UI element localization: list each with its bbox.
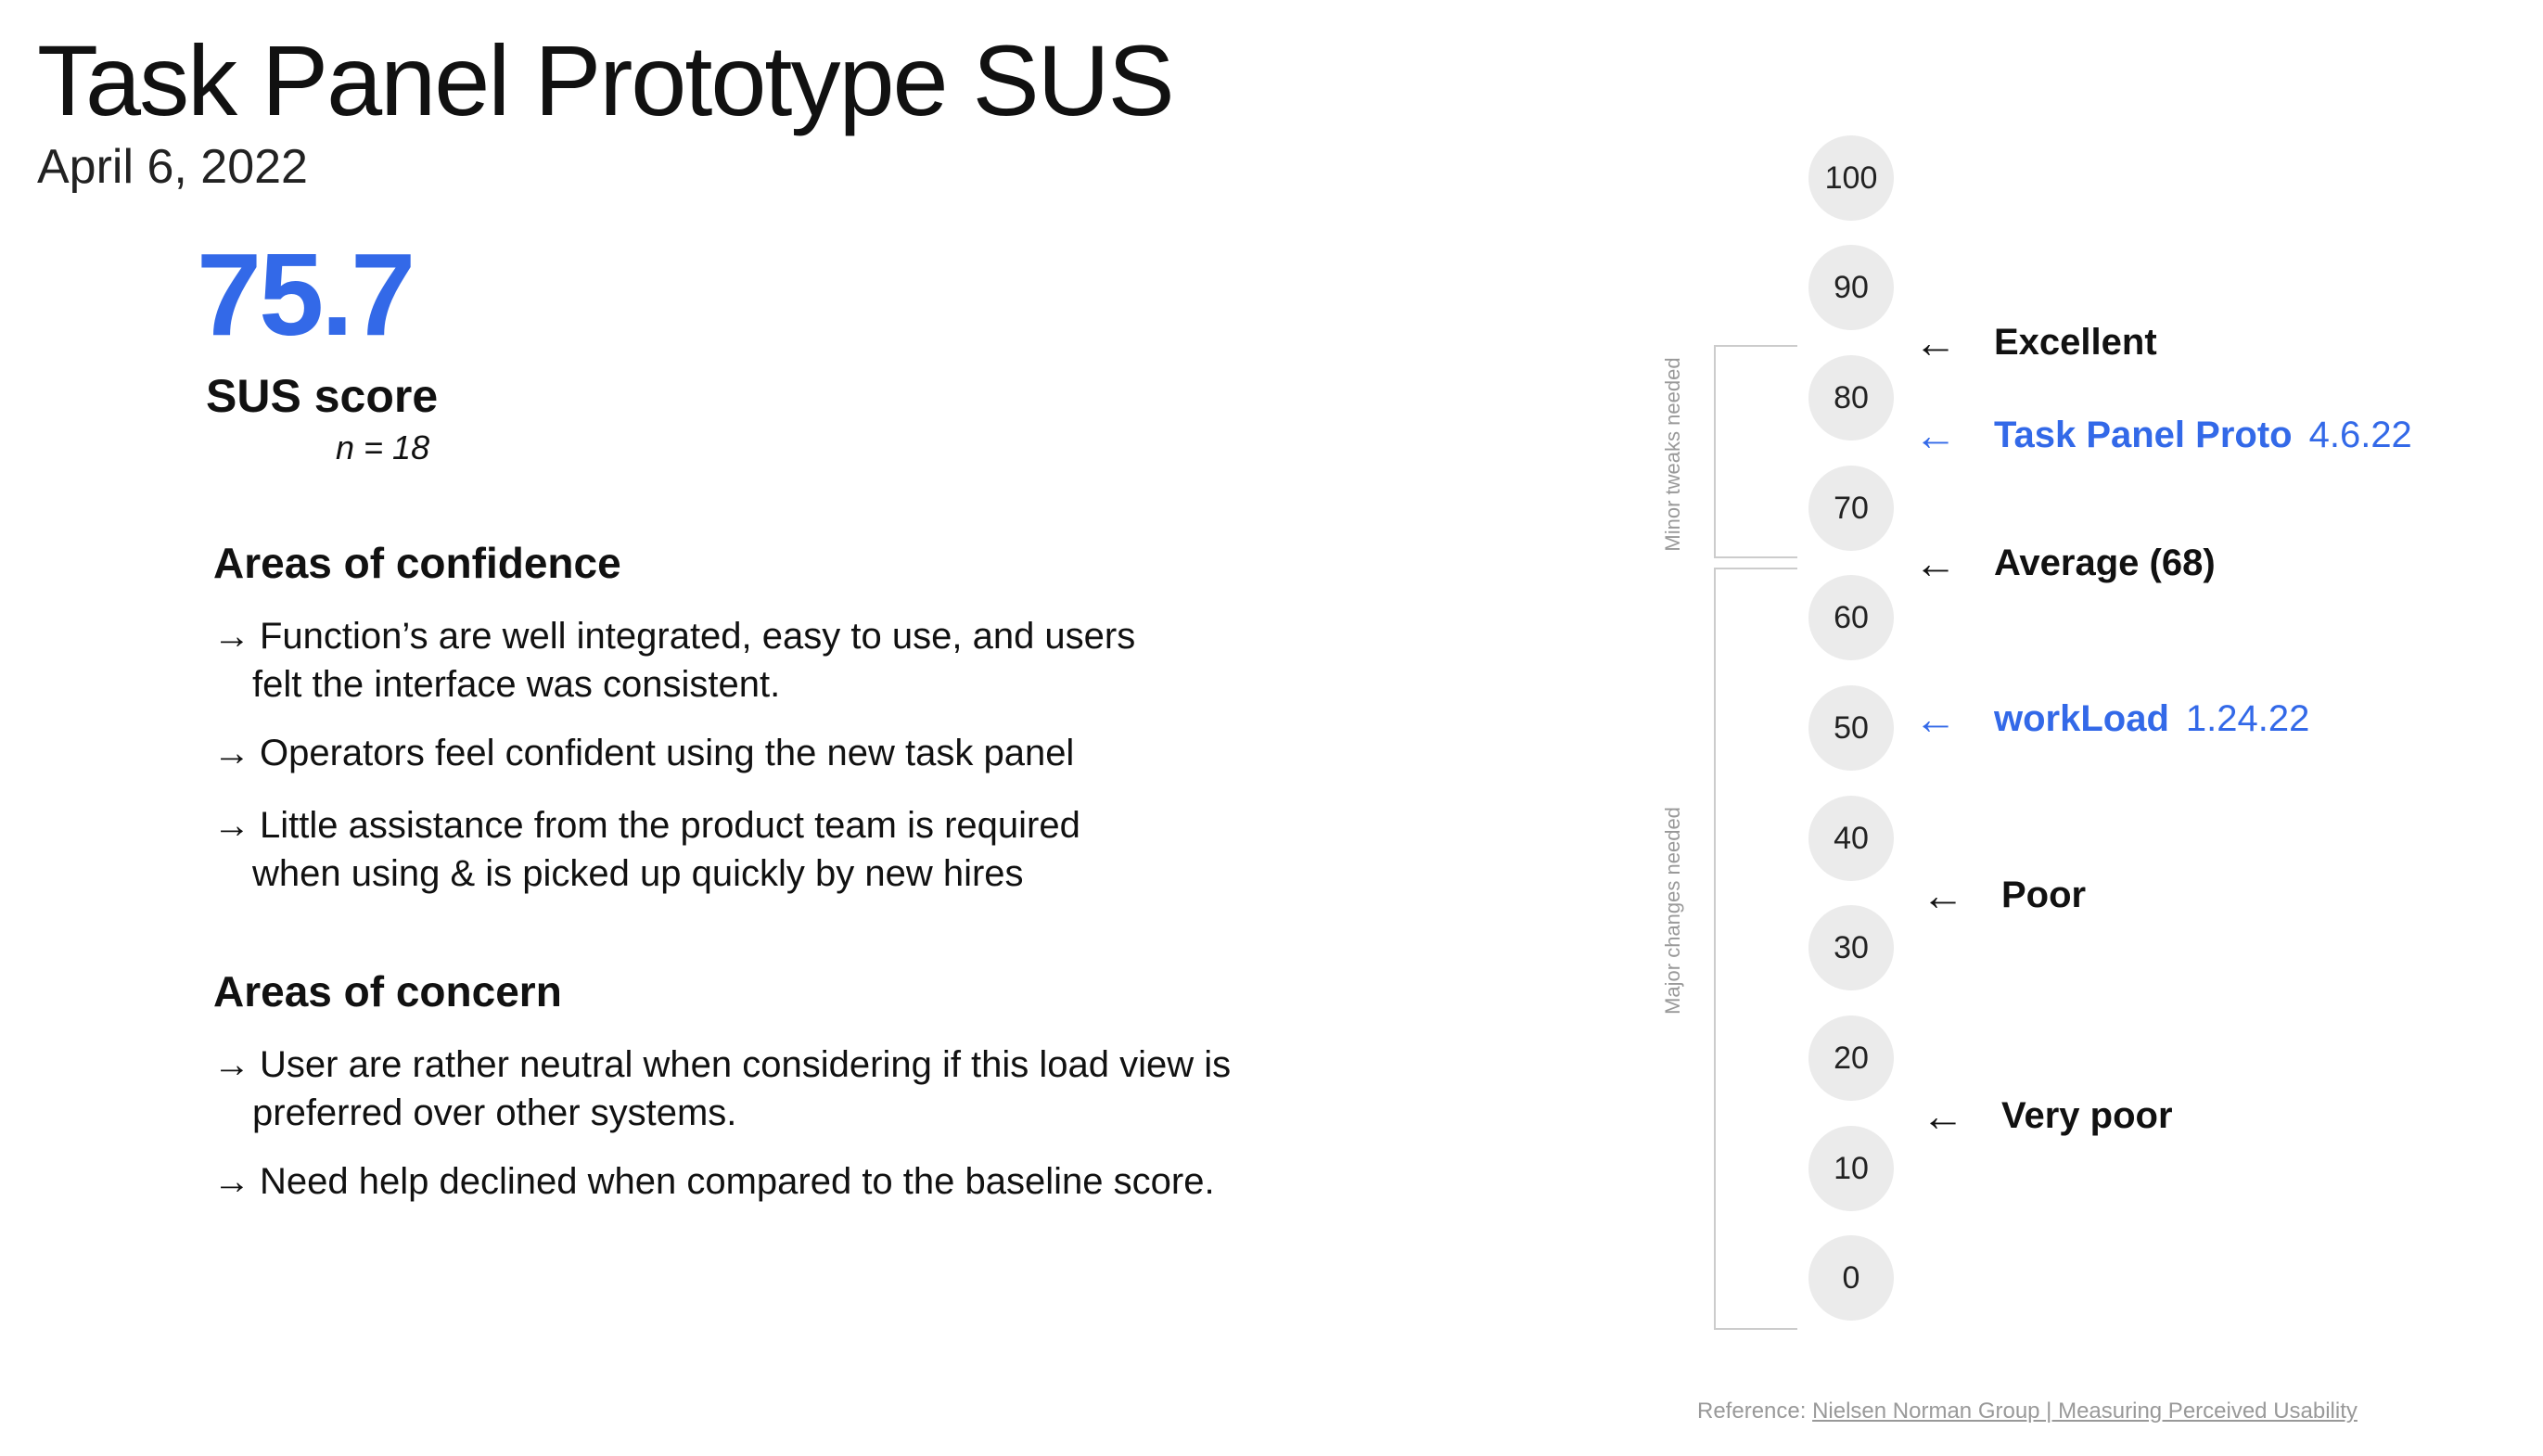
scale-tick-40: 40 [1808, 796, 1894, 881]
left-arrow-icon: ← [1922, 871, 1964, 919]
right-arrow-icon: → [213, 616, 250, 657]
reference-link[interactable]: Nielsen Norman Group | Measuring Perceiv… [1812, 1399, 2358, 1424]
marker-excellent: ← Excellent [1914, 321, 2157, 364]
concern-item-text: Need help declined when compared to the … [260, 1161, 1215, 1202]
sus-score-value: 75.7 [197, 229, 415, 360]
scale-tick-30: 30 [1808, 905, 1894, 990]
right-arrow-icon: → [213, 733, 250, 773]
concern-item-text-cont: preferred over other systems. [252, 1092, 737, 1133]
page-title: Task Panel Prototype SUS [37, 24, 1175, 136]
right-arrow-icon: → [213, 1044, 250, 1085]
right-arrow-icon: → [213, 1161, 250, 1202]
scale-tick-60: 60 [1808, 575, 1894, 660]
marker-average: ← Average (68) [1914, 542, 2216, 584]
scale-tick-70: 70 [1808, 466, 1894, 551]
marker-very-poor: ← Very poor [1922, 1094, 2173, 1137]
left-arrow-icon: ← [1914, 411, 1957, 459]
marker-date: 1.24.22 [2185, 697, 2310, 739]
reference-prefix: Reference: [1697, 1399, 1807, 1424]
confidence-item: →Little assistance from the product team… [213, 801, 1080, 898]
scale-tick-90: 90 [1808, 245, 1894, 330]
major-changes-label: Major changes needed [1661, 807, 1684, 1015]
concern-item-text: User are rather neutral when considering… [260, 1044, 1232, 1085]
left-arrow-icon: ← [1914, 539, 1957, 587]
marker-label: Task Panel Proto [1994, 414, 2293, 455]
concern-item: →Need help declined when compared to the… [213, 1157, 1215, 1206]
concern-heading: Areas of concern [213, 967, 562, 1015]
major-changes-bracket [1714, 568, 1797, 1330]
minor-tweaks-bracket [1714, 345, 1797, 558]
marker-date: 4.6.22 [2308, 414, 2412, 455]
confidence-item-text-cont: felt the interface was consistent. [252, 664, 781, 705]
marker-label: Poor [2001, 874, 2087, 915]
marker-label: workLoad [1994, 697, 2169, 739]
confidence-item-text: Little assistance from the product team … [260, 805, 1080, 846]
scale-tick-100: 100 [1808, 135, 1894, 221]
scale-tick-50: 50 [1808, 685, 1894, 771]
marker-label: Average (68) [1994, 542, 2216, 583]
marker-poor: ← Poor [1922, 874, 2086, 916]
confidence-heading: Areas of confidence [213, 539, 621, 587]
right-arrow-icon: → [213, 805, 250, 846]
reference-note: Reference: Nielsen Norman Group | Measur… [1697, 1399, 2358, 1424]
sample-size: n = 18 [336, 428, 430, 466]
scale-tick-20: 20 [1808, 1015, 1894, 1101]
scale-tick-0: 0 [1808, 1235, 1894, 1321]
confidence-item-text: Function’s are well integrated, easy to … [260, 616, 1136, 657]
page-date: April 6, 2022 [37, 140, 308, 194]
confidence-item: →Function’s are well integrated, easy to… [213, 612, 1135, 709]
left-arrow-icon: ← [1914, 695, 1957, 743]
left-arrow-icon: ← [1914, 318, 1957, 366]
minor-tweaks-label: Minor tweaks needed [1661, 357, 1684, 552]
scale-tick-80: 80 [1808, 355, 1894, 441]
confidence-item-text-cont: when using & is picked up quickly by new… [252, 853, 1024, 894]
concern-item: →User are rather neutral when considerin… [213, 1041, 1231, 1137]
marker-task-panel-proto: ← Task Panel Proto 4.6.22 [1914, 414, 2412, 456]
marker-workload: ← workLoad 1.24.22 [1914, 697, 2309, 740]
marker-label: Excellent [1994, 321, 2157, 363]
confidence-item: →Operators feel confident using the new … [213, 729, 1074, 777]
confidence-item-text: Operators feel confident using the new t… [260, 733, 1075, 773]
scale-tick-10: 10 [1808, 1126, 1894, 1211]
sus-score-label: SUS score [206, 370, 439, 422]
left-arrow-icon: ← [1922, 1092, 1964, 1140]
marker-label: Very poor [2001, 1094, 2173, 1136]
